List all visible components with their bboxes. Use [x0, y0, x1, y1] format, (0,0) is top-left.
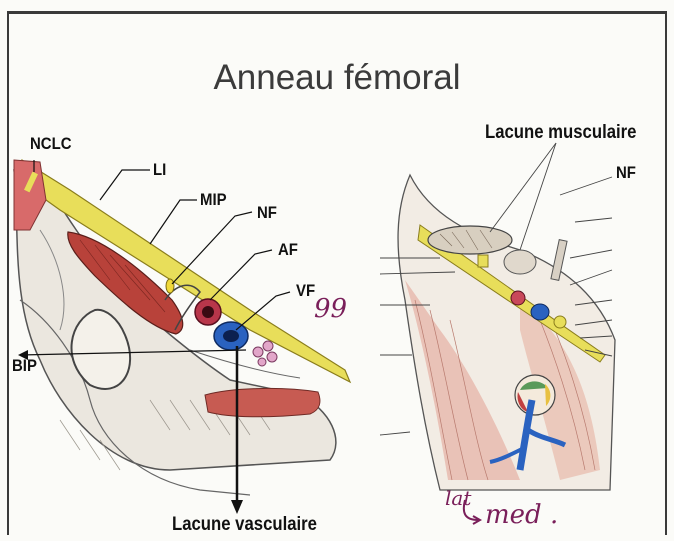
slide: Anneau fémoral	[0, 0, 674, 541]
handwriting-arrow	[0, 0, 674, 541]
